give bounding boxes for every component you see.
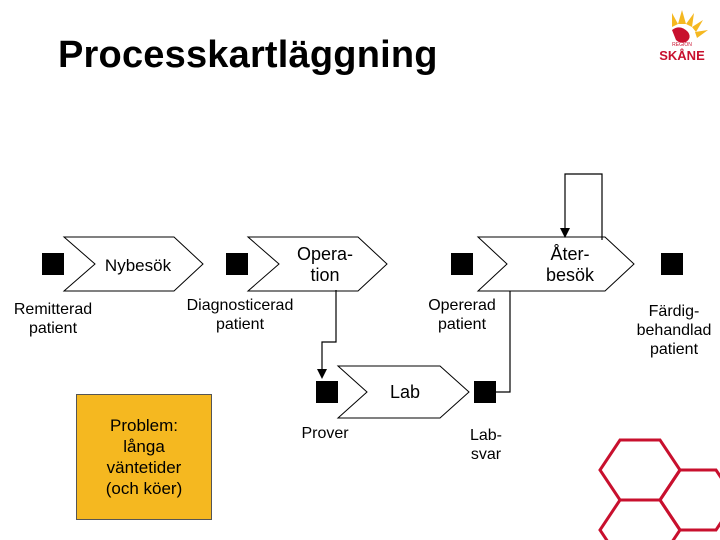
state-label-prover: Prover — [301, 425, 349, 442]
region-skane-logo — [672, 10, 708, 43]
state-label-fardigbehandlad: Färdig- behandlad patient — [636, 303, 712, 358]
state-square-prover — [316, 381, 338, 403]
process-step-operation — [246, 236, 388, 292]
process-step-aterbesok — [476, 236, 635, 292]
state-square-labsvar — [474, 381, 496, 403]
problem-note-box: Problem: långa väntetider (och köer) — [76, 394, 212, 520]
logo-region-text: REGION — [672, 42, 692, 48]
return-loop-line — [560, 173, 603, 240]
logo-skane-text: SKÅNE — [659, 48, 705, 63]
page-title: Processkartläggning — [58, 34, 438, 76]
state-square-remitterad — [42, 253, 64, 275]
hexagon-decoration — [598, 438, 720, 540]
label-lab: Lab — [389, 382, 421, 402]
process-step-lab — [336, 365, 470, 419]
state-square-fardig — [661, 253, 683, 275]
label-operation: Opera- tion — [296, 244, 354, 285]
state-square-opererad — [451, 253, 473, 275]
state-label-opererad: Opererad patient — [428, 297, 496, 333]
branch-to-prover-line — [317, 290, 337, 379]
state-label-diagnosticerad: Diagnosticerad patient — [186, 297, 294, 333]
state-label-labsvar: Lab- svar — [469, 427, 503, 463]
labsvar-return-line — [496, 291, 511, 393]
process-step-nybesok — [62, 236, 204, 292]
state-square-diagnosticerad — [226, 253, 248, 275]
label-nybesok: Nybesök — [104, 256, 172, 275]
state-label-remitterad: Remitterad patient — [13, 301, 93, 337]
label-aterbesok: Åter- besök — [545, 244, 595, 285]
